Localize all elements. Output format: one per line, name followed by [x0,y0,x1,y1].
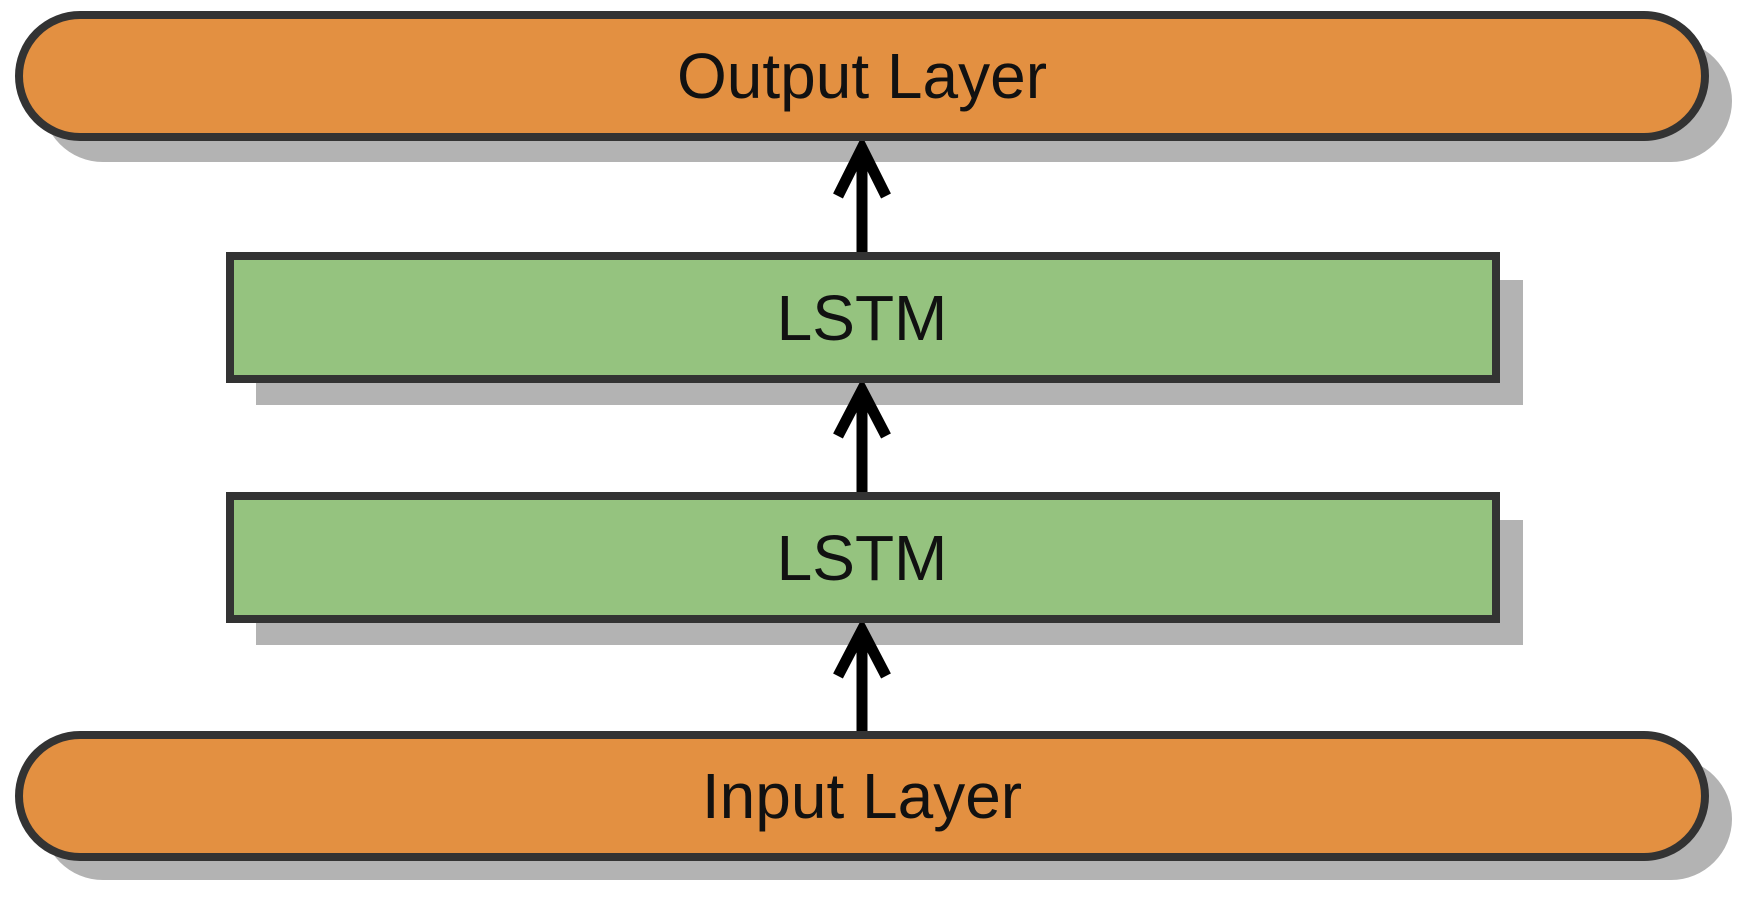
input-layer-box [15,731,1709,861]
output-layer-label: Output Layer [677,40,1047,112]
lstm-top-box [226,252,1500,383]
lstm-bottom-node: LSTM [226,492,1500,623]
output-layer-node: Output Layer [15,11,1709,141]
arrow-lstm-bottom-to-lstm-top [833,378,891,493]
input-layer-node: Input Layer [15,731,1709,861]
lstm-top-node: LSTM [226,252,1500,383]
output-layer-box [15,11,1709,141]
lstm-bottom-label: LSTM [777,522,948,594]
edges [833,135,891,733]
arrow-lstm-top-to-output [833,135,891,252]
input-layer-label: Input Layer [702,760,1022,832]
lstm-top-label: LSTM [777,282,948,354]
lstm-bottom-box [226,492,1500,623]
arrow-input-to-lstm-bottom [833,618,891,733]
